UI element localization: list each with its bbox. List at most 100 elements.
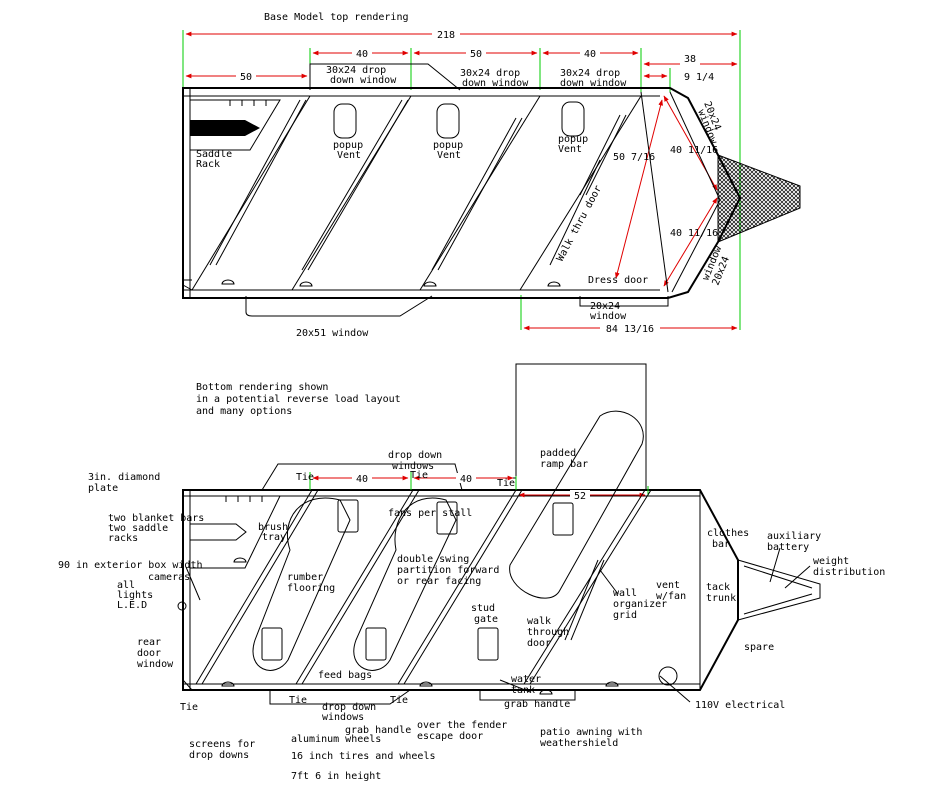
fans-per-stall-label: fans per stall [388, 508, 472, 519]
walk-through-label-3: door [527, 638, 551, 649]
bottom-intro-1: Bottom rendering shown [196, 382, 328, 393]
spare-label: spare [744, 642, 774, 653]
box-width-label: 90 in exterior box width [58, 560, 203, 571]
rubber-flooring-label: rumber [287, 572, 323, 583]
saddle-label-2: Rack [196, 159, 220, 170]
popup-label-1b: Vent [337, 150, 361, 161]
vent-fan-label-2: w/fan [656, 591, 686, 602]
height-label: 7ft 6 in height [291, 771, 381, 782]
stud-gate-label: stud [471, 603, 495, 614]
bottom-intro-2: in a potential reverse load layout [196, 394, 401, 405]
blanket-bars-label: two blanket bars [108, 513, 204, 524]
tack-trunk-label: tack [706, 582, 730, 593]
dropdown-windows-label: drop down [388, 450, 442, 461]
popup-label-3b: Vent [558, 144, 582, 155]
screens-label-2: drop downs [189, 750, 249, 761]
brush-tray [189, 495, 281, 569]
dim-84: 84 13/16 [606, 324, 654, 335]
dim-50-left: 50 [240, 72, 252, 83]
wall-organizer-label-2: organizer [613, 599, 667, 610]
fender-door-label: over the fender [417, 720, 507, 731]
window-1-label: 30x24 drop [326, 65, 386, 76]
dim-50a: 50 [470, 49, 482, 60]
window-3-label-b: down window [560, 78, 627, 89]
aluminum-wheels-label: aluminum wheels [291, 734, 381, 745]
saddle-racks-label-2: racks [108, 533, 138, 544]
padded-ramp-label-2: ramp bar [540, 459, 588, 470]
dim-bottom-40b: 40 [460, 474, 472, 485]
weight-distribution-label: weight [813, 556, 849, 567]
stall-pads [261, 499, 574, 661]
tires-label: 16 inch tires and wheels [291, 751, 436, 762]
wall-organizer-label: wall [613, 588, 637, 599]
popup-vent-2 [436, 103, 460, 139]
double-swing-label: double swing [397, 554, 469, 565]
top-light-icons [221, 279, 561, 287]
popup-vent-1 [333, 103, 357, 139]
vent-fan-label: vent [656, 580, 680, 591]
dim-bottom-40: 40 [356, 474, 368, 485]
dim-overall-label: 218 [437, 30, 455, 41]
wall-organizer-label-3: grid [613, 610, 637, 621]
brush-tray-label: brush [258, 522, 288, 533]
window-2024-f: window [590, 311, 627, 322]
rear-door-label: rear [137, 637, 161, 648]
saddle-label: Saddle [196, 149, 232, 160]
grab-handle-label-1: grab handle [345, 725, 411, 736]
dim-40-11-16-a: 40 11/16 [670, 145, 718, 156]
dropdown-windows-label-3: drop down [322, 702, 376, 713]
window-1-label-b: down window [330, 75, 397, 86]
rubber-flooring-label-2: flooring [287, 583, 335, 594]
window-2-label-b: down window [462, 78, 529, 89]
walk-through-label: walk [527, 616, 551, 627]
tack-trunk-label-2: trunk [706, 593, 736, 604]
window-2024-e: 20x24 [590, 301, 620, 312]
dropdown-windows-label-4: windows [322, 712, 364, 723]
bottom-intro-3: and many options [196, 406, 292, 417]
padded-ramp-label: padded [540, 448, 576, 459]
patio-awning-label: patio awning with [540, 727, 642, 738]
double-swing-label-3: or rear facing [397, 576, 481, 587]
screens-label: screens for [189, 739, 255, 750]
fender-door-label-2: escape door [417, 731, 483, 742]
tie-label-2: Tie [410, 470, 428, 481]
walk-thru-label: Walk thru door [555, 184, 604, 264]
weight-distribution-label-2: distribution [813, 567, 885, 578]
popup-label-1: popup [333, 140, 363, 151]
feed-bags-label: feed bags [318, 670, 372, 681]
popup-label-2: popup [433, 140, 463, 151]
dim-38: 38 [684, 54, 696, 65]
water-tank-label: water [511, 674, 541, 685]
saddle-racks-label: two saddle [108, 523, 168, 534]
top-trailer-body [182, 87, 801, 299]
saddle-rack [190, 99, 281, 151]
window-3-label: 30x24 drop [560, 68, 620, 79]
aux-battery-label: auxiliary [767, 531, 821, 542]
brush-tray-label-2: tray [262, 532, 286, 543]
dim-40a: 40 [356, 49, 368, 60]
tie-label-3: Tie [497, 478, 515, 489]
diamond-plate-label: 3in. diamond [88, 472, 160, 483]
lights-label-3: L.E.D [117, 600, 147, 611]
tie-label-5: Tie [289, 695, 307, 706]
patio-awning-label-2: weathershield [540, 738, 618, 749]
dim-9-quarter: 9 1/4 [684, 72, 714, 83]
stud-gate-label-2: gate [474, 614, 498, 625]
leader-lines [185, 547, 811, 703]
lights-label-2: lights [117, 590, 153, 601]
rear-door-label-3: window [137, 659, 174, 670]
bottom-light-icons [177, 601, 619, 695]
tie-label-4: Tie [180, 702, 198, 713]
electrical-outlet [658, 666, 678, 686]
tie-label-1: Tie [296, 472, 314, 483]
feed-bag-loop-2 [353, 497, 457, 671]
electrical-label: 110V electrical [695, 700, 785, 711]
double-swing-label-2: partition forward [397, 565, 499, 576]
feed-bag-loop-1 [252, 497, 351, 671]
cameras-label: cameras [148, 572, 190, 583]
water-tank-label-2: tank [511, 685, 535, 696]
dress-door-label: Dress door [588, 275, 648, 286]
clothes-bar-label-2: bar [712, 539, 730, 550]
aux-battery-label-2: battery [767, 542, 809, 553]
